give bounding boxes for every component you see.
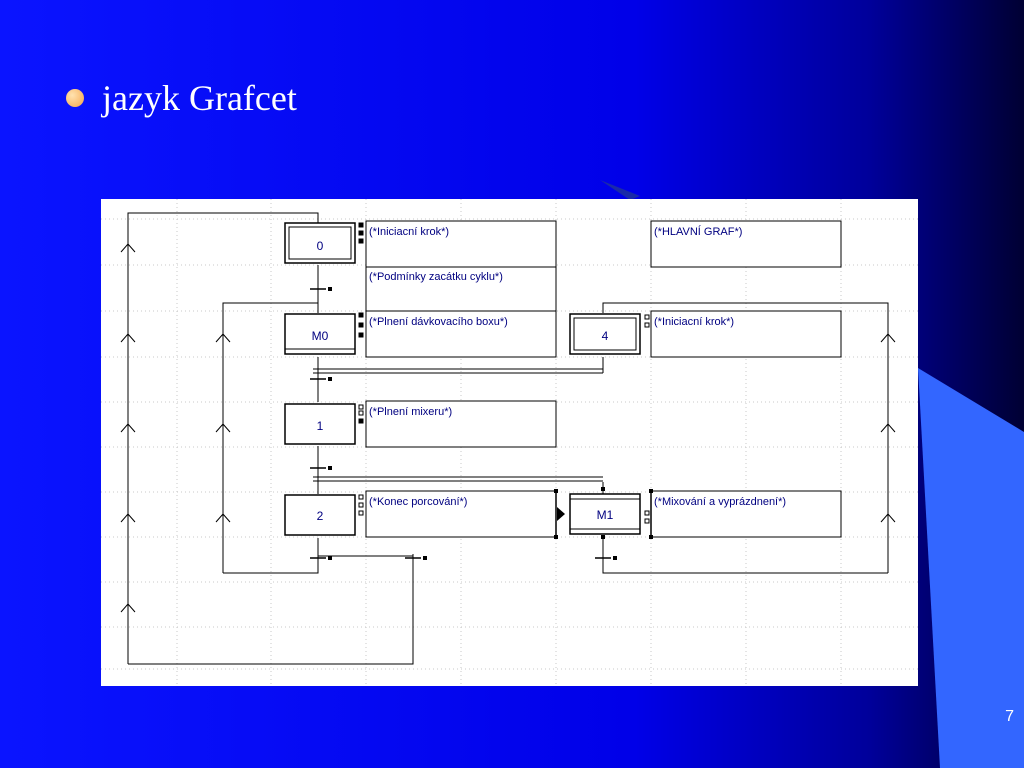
bullet-item: jazyk Grafcet [66,76,297,120]
comment-hlavni-graf: (*HLAVNÍ GRAF*) [654,225,742,238]
grafcet-canvas: 0 M0 4 1 2 M1 (*Iniciacní krok*) [101,199,918,686]
comment-podminky-zacatku: (*Podmínky zacátku cyklu*) [369,271,503,283]
sync-bars [313,368,603,482]
accent-wedge-dark [600,180,640,200]
step-4[interactable]: 4 [569,313,641,355]
page-number: 7 [1005,708,1014,725]
comment-konec-porcovani: (*Konec porcování*) [369,496,467,508]
step-m1-label: M1 [597,508,614,522]
transitions [310,287,617,560]
step-1-label: 1 [317,419,324,433]
step-1[interactable]: 1 [284,403,356,445]
step-m0[interactable]: M0 [284,313,356,355]
comment-texts: (*Iniciacní krok*) (*HLAVNÍ GRAF*) (*Pod… [369,225,786,508]
macro-step-frame [554,487,653,539]
grafcet-diagram: 0 M0 4 1 2 M1 (*Iniciacní krok*) [101,199,918,686]
comment-plneni-mixeru: (*Plnení mixeru*) [369,406,452,418]
comment-mixovani: (*Mixování a vyprázdnení*) [654,496,786,508]
grafcet-links [127,212,889,665]
step-2[interactable]: 2 [284,494,356,536]
comment-plneni-davkovaciho: (*Plnení dávkovacího boxu*) [369,316,508,328]
bullet-text: jazyk Grafcet [102,78,297,118]
comment-boxes [365,220,842,538]
bullet-icon [66,89,84,107]
step-2-label: 2 [317,509,324,523]
step-m1[interactable]: M1 [569,493,641,535]
comment-iniciacni-krok-2: (*Iniciacní krok*) [654,316,734,328]
accent-wedge [918,368,1024,768]
arrow-marks [120,243,896,613]
step-0-label: 0 [317,239,324,253]
comment-iniciacni-krok: (*Iniciacní krok*) [369,226,449,238]
step-connectors [358,222,650,524]
step-0[interactable]: 0 [284,222,356,264]
step-m0-label: M0 [312,329,329,343]
step-4-label: 4 [602,329,609,343]
